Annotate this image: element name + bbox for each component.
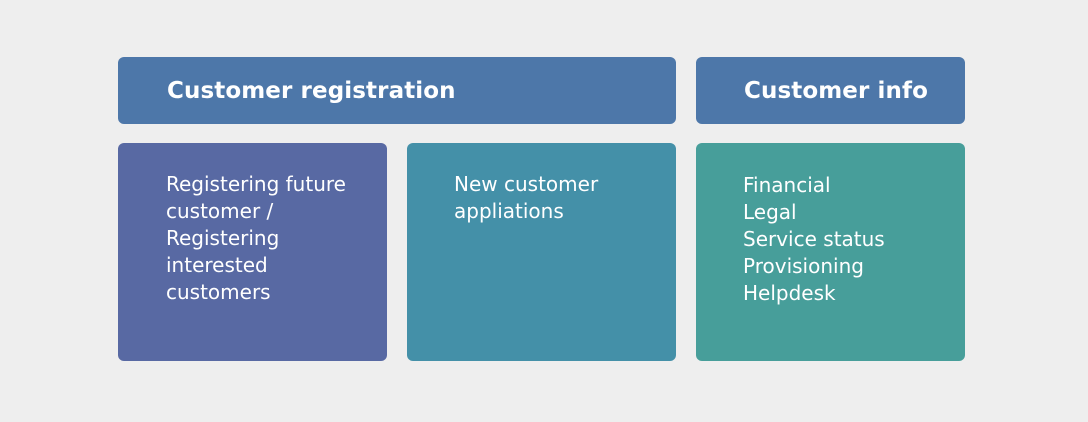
box-text-line: customers <box>166 280 271 304</box>
box-text-line: customer / <box>166 199 274 223</box>
customer-registration-header: Customer registration <box>118 57 676 124</box>
info-item-helpdesk: Helpdesk <box>743 281 836 305</box>
registering-future-customer-box: Registering future customer / Registerin… <box>118 143 387 361</box>
box-text-line: interested <box>166 253 268 277</box>
info-item-financial: Financial <box>743 173 831 197</box>
info-item-legal: Legal <box>743 200 797 224</box>
new-customer-applications-box: New customer appliations <box>407 143 676 361</box>
customer-info-header: Customer info <box>696 57 965 124</box>
box-text-line: New customer <box>454 172 599 196</box>
info-item-provisioning: Provisioning <box>743 254 864 278</box>
box-text-line: Registering <box>166 226 280 250</box>
info-item-service-status: Service status <box>743 227 885 251</box>
customer-info-list-box: Financial Legal Service status Provision… <box>696 143 965 361</box>
box-text-line: Registering future <box>166 172 346 196</box>
box-text-line: appliations <box>454 199 564 223</box>
